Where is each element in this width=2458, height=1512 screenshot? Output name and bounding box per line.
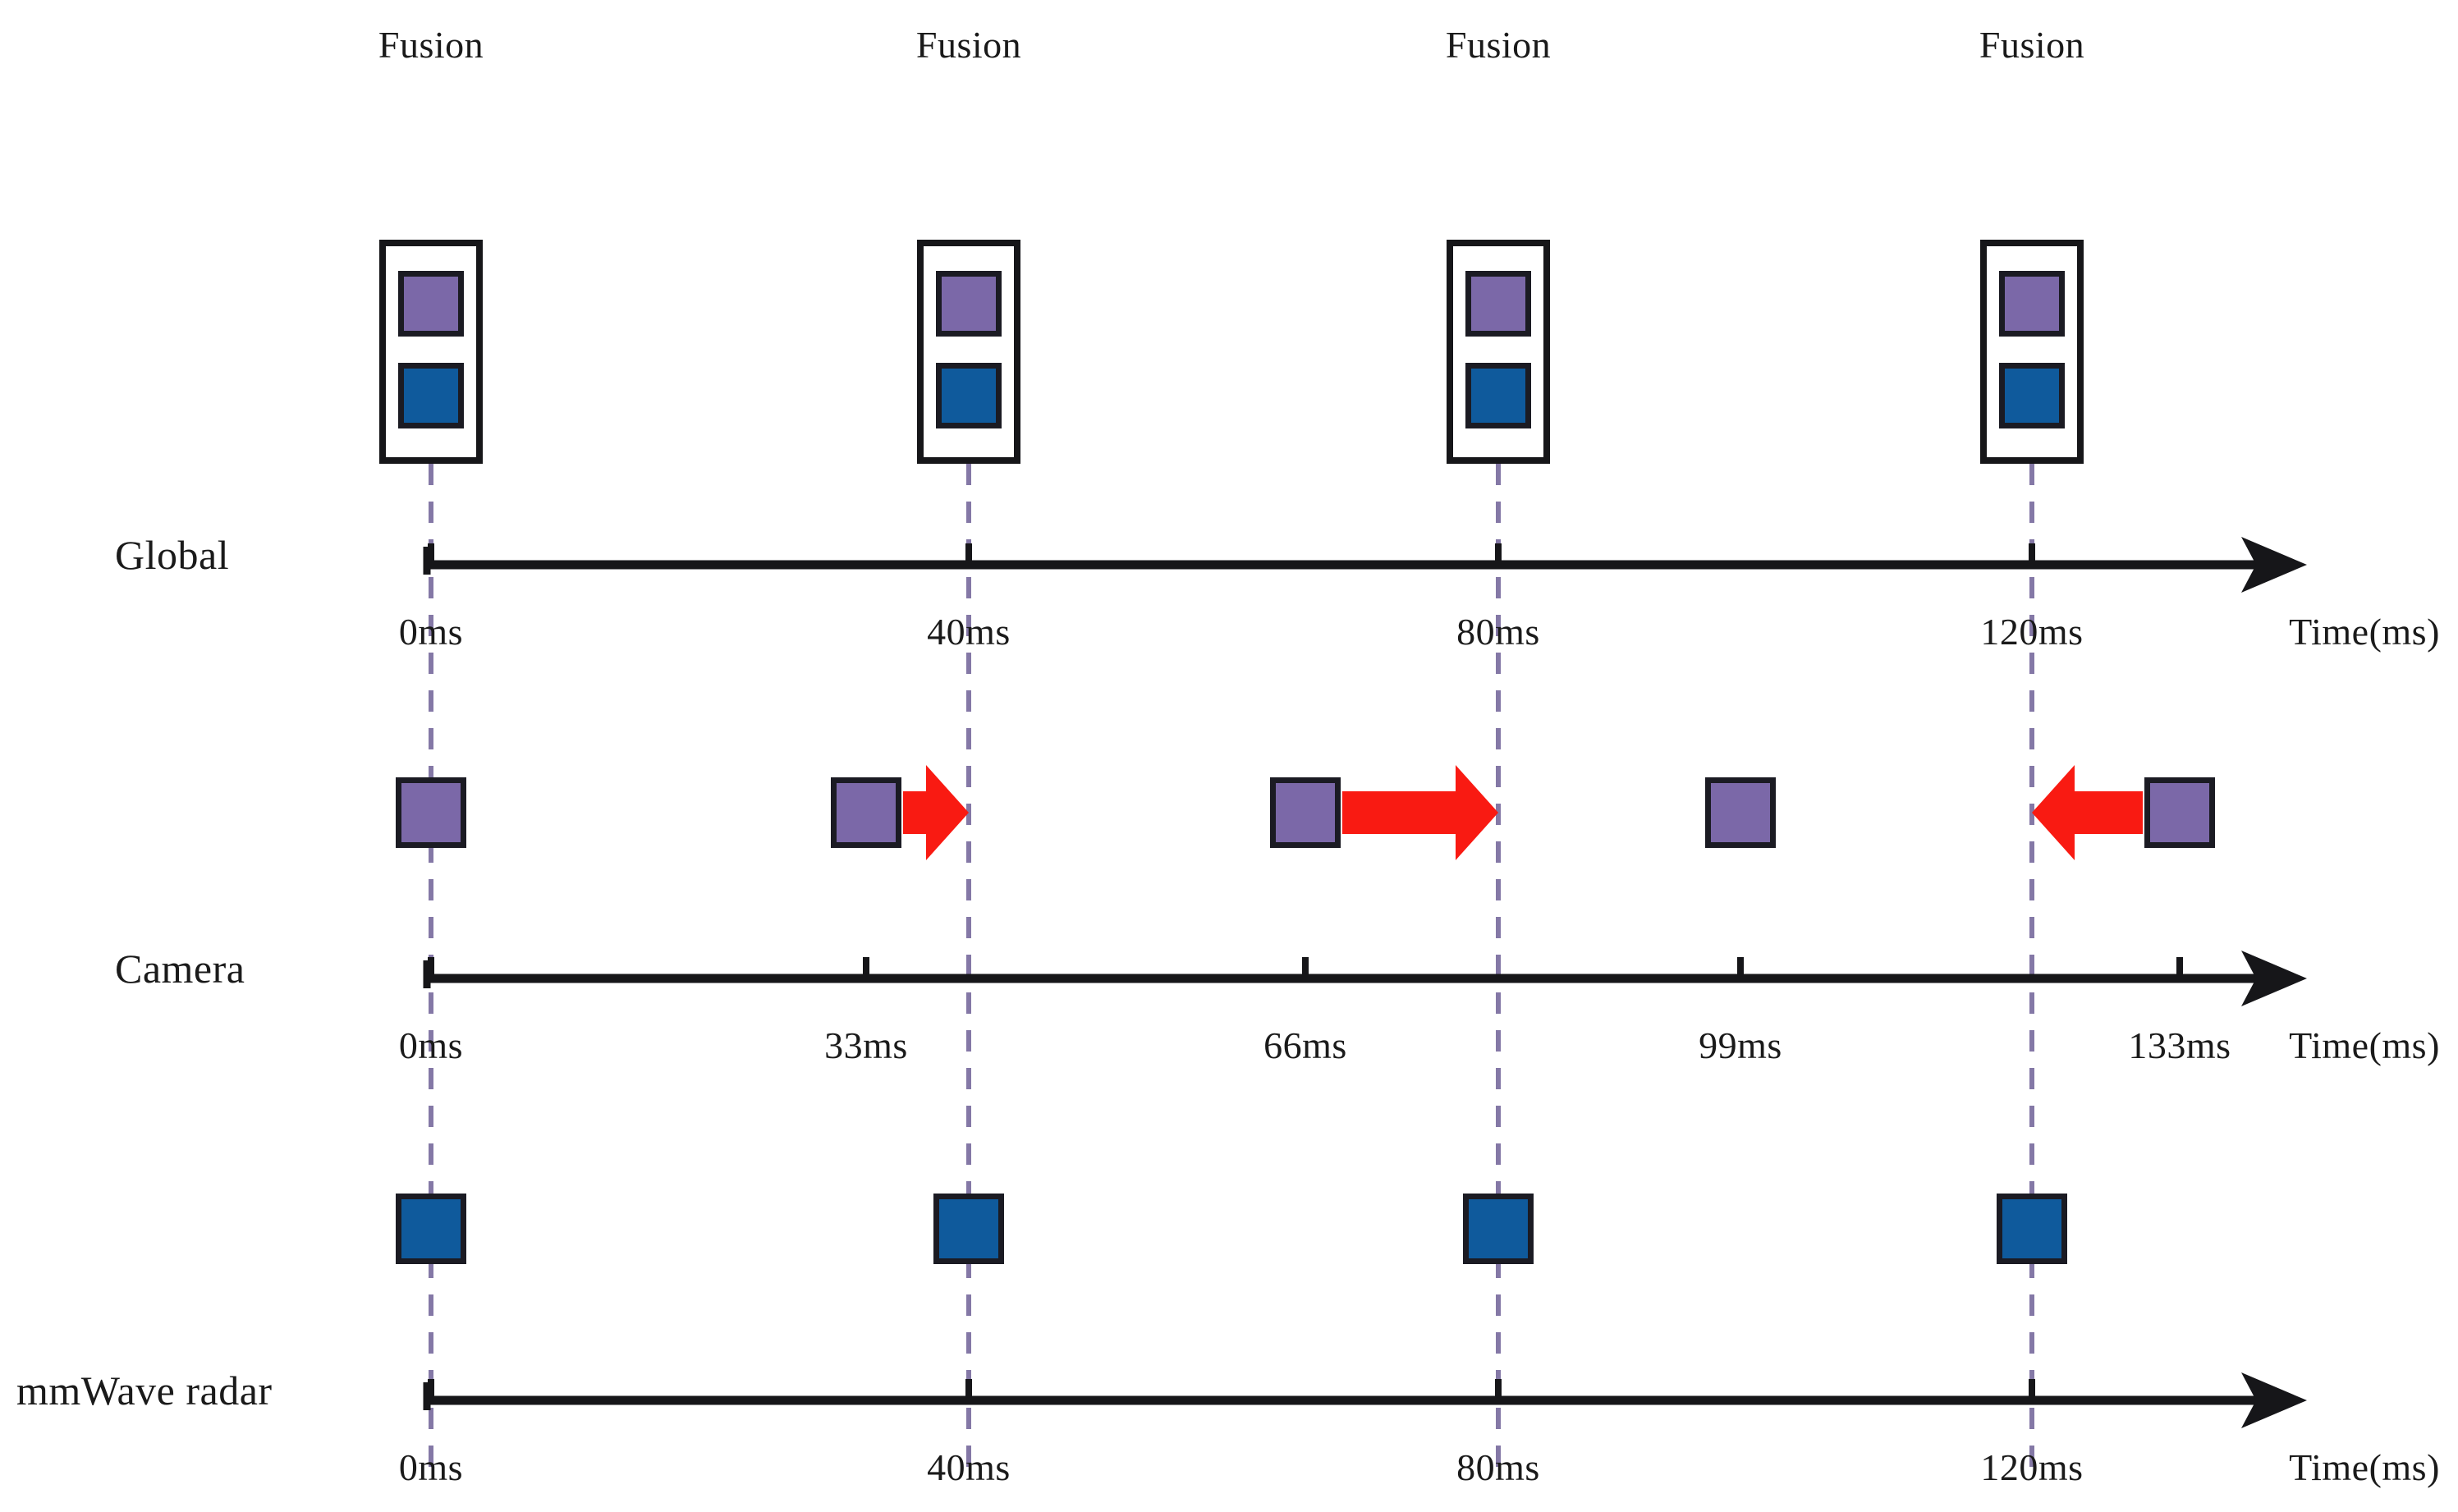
camera-offset-arrow-2 [2032, 765, 2143, 860]
axis-unit-mmwave-radar: Time(ms) [2289, 1446, 2440, 1488]
fusion-camera-sample-3 [1999, 271, 2065, 337]
mmwave-radar-sample-1 [933, 1194, 1004, 1264]
row-label-camera: Camera [115, 946, 245, 992]
axis-arrowhead-mmwave-radar [2241, 1372, 2307, 1428]
tick-label-camera-3: 99ms [1699, 1024, 1782, 1066]
tick-label-mmwave-radar-2: 80ms [1456, 1446, 1540, 1488]
row-label-mmwave-radar: mmWave radar [16, 1368, 273, 1413]
fusion-camera-sample-2 [1465, 271, 1531, 337]
tick-label-global-0: 0ms [398, 611, 464, 653]
fusion-label-0: Fusion [378, 24, 484, 66]
axis-unit-global: Time(ms) [2289, 611, 2440, 653]
fusion-label-2: Fusion [1445, 24, 1552, 66]
camera-offset-arrow-0 [903, 765, 969, 860]
fusion-camera-sample-0 [398, 271, 464, 337]
fusion-radar-sample-1 [936, 363, 1002, 428]
mmwave-radar-sample-0 [396, 1194, 466, 1264]
camera-sample-4 [2144, 777, 2215, 848]
camera-sample-2 [1270, 777, 1341, 848]
camera-sample-0 [396, 777, 466, 848]
tick-label-camera-4: 133ms [2128, 1024, 2231, 1066]
camera-sample-3 [1705, 777, 1776, 848]
axis-arrowhead-global [2241, 537, 2307, 593]
axis-unit-camera: Time(ms) [2289, 1024, 2440, 1066]
tick-label-camera-2: 66ms [1263, 1024, 1347, 1066]
tick-label-mmwave-radar-1: 40ms [927, 1446, 1011, 1488]
fusion-radar-sample-0 [398, 363, 464, 428]
fusion-label-3: Fusion [1979, 24, 2085, 66]
tick-label-camera-1: 33ms [824, 1024, 908, 1066]
fusion-label-1: Fusion [915, 24, 1022, 66]
fusion-radar-sample-3 [1999, 363, 2065, 428]
tick-label-global-2: 80ms [1456, 611, 1540, 653]
tick-label-mmwave-radar-3: 120ms [1980, 1446, 2084, 1488]
row-label-global: Global [115, 532, 230, 578]
fusion-camera-sample-1 [936, 271, 1002, 337]
mmwave-radar-sample-2 [1463, 1194, 1534, 1264]
mmwave-radar-sample-3 [1997, 1194, 2067, 1264]
tick-label-global-1: 40ms [927, 611, 1011, 653]
tick-label-camera-0: 0ms [398, 1024, 464, 1066]
axis-arrowhead-camera [2241, 951, 2307, 1006]
camera-offset-arrow-1 [1342, 765, 1498, 860]
fusion-radar-sample-2 [1465, 363, 1531, 428]
tick-label-mmwave-radar-0: 0ms [398, 1446, 464, 1488]
tick-label-global-3: 120ms [1980, 611, 2084, 653]
camera-sample-1 [831, 777, 901, 848]
